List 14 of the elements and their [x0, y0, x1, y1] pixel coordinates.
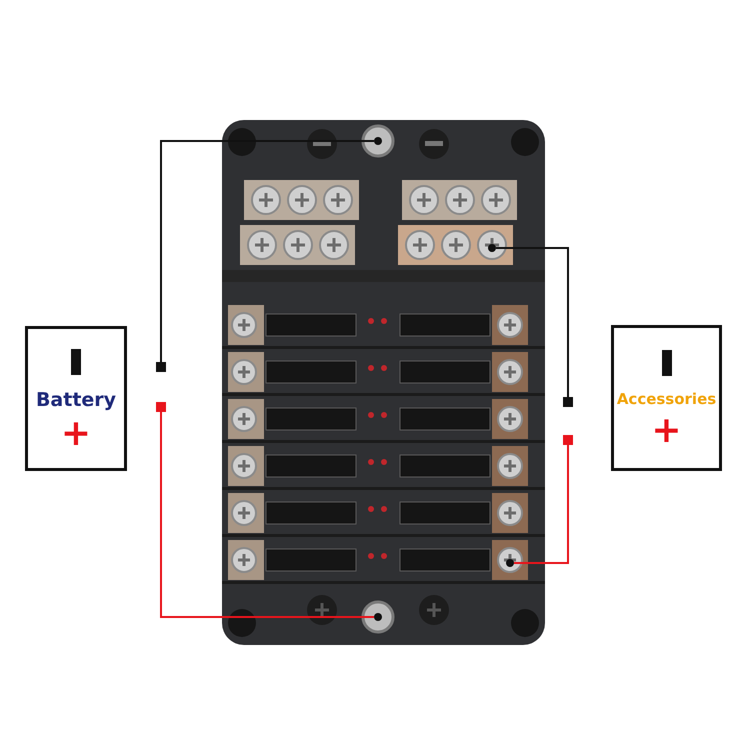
power-box — [25, 326, 127, 471]
box-label: Battery — [36, 388, 116, 410]
positive-sign: + — [651, 416, 682, 446]
wire-terminal — [156, 362, 166, 372]
wire-terminal — [156, 402, 166, 412]
wire — [496, 247, 569, 397]
power-box — [611, 325, 722, 471]
wire-terminal — [563, 397, 573, 407]
wire — [514, 445, 569, 564]
wire — [160, 412, 374, 618]
box-label: Accessories — [616, 390, 716, 408]
wire-terminal — [563, 435, 573, 445]
positive-sign: + — [60, 418, 92, 448]
wire — [160, 140, 374, 362]
